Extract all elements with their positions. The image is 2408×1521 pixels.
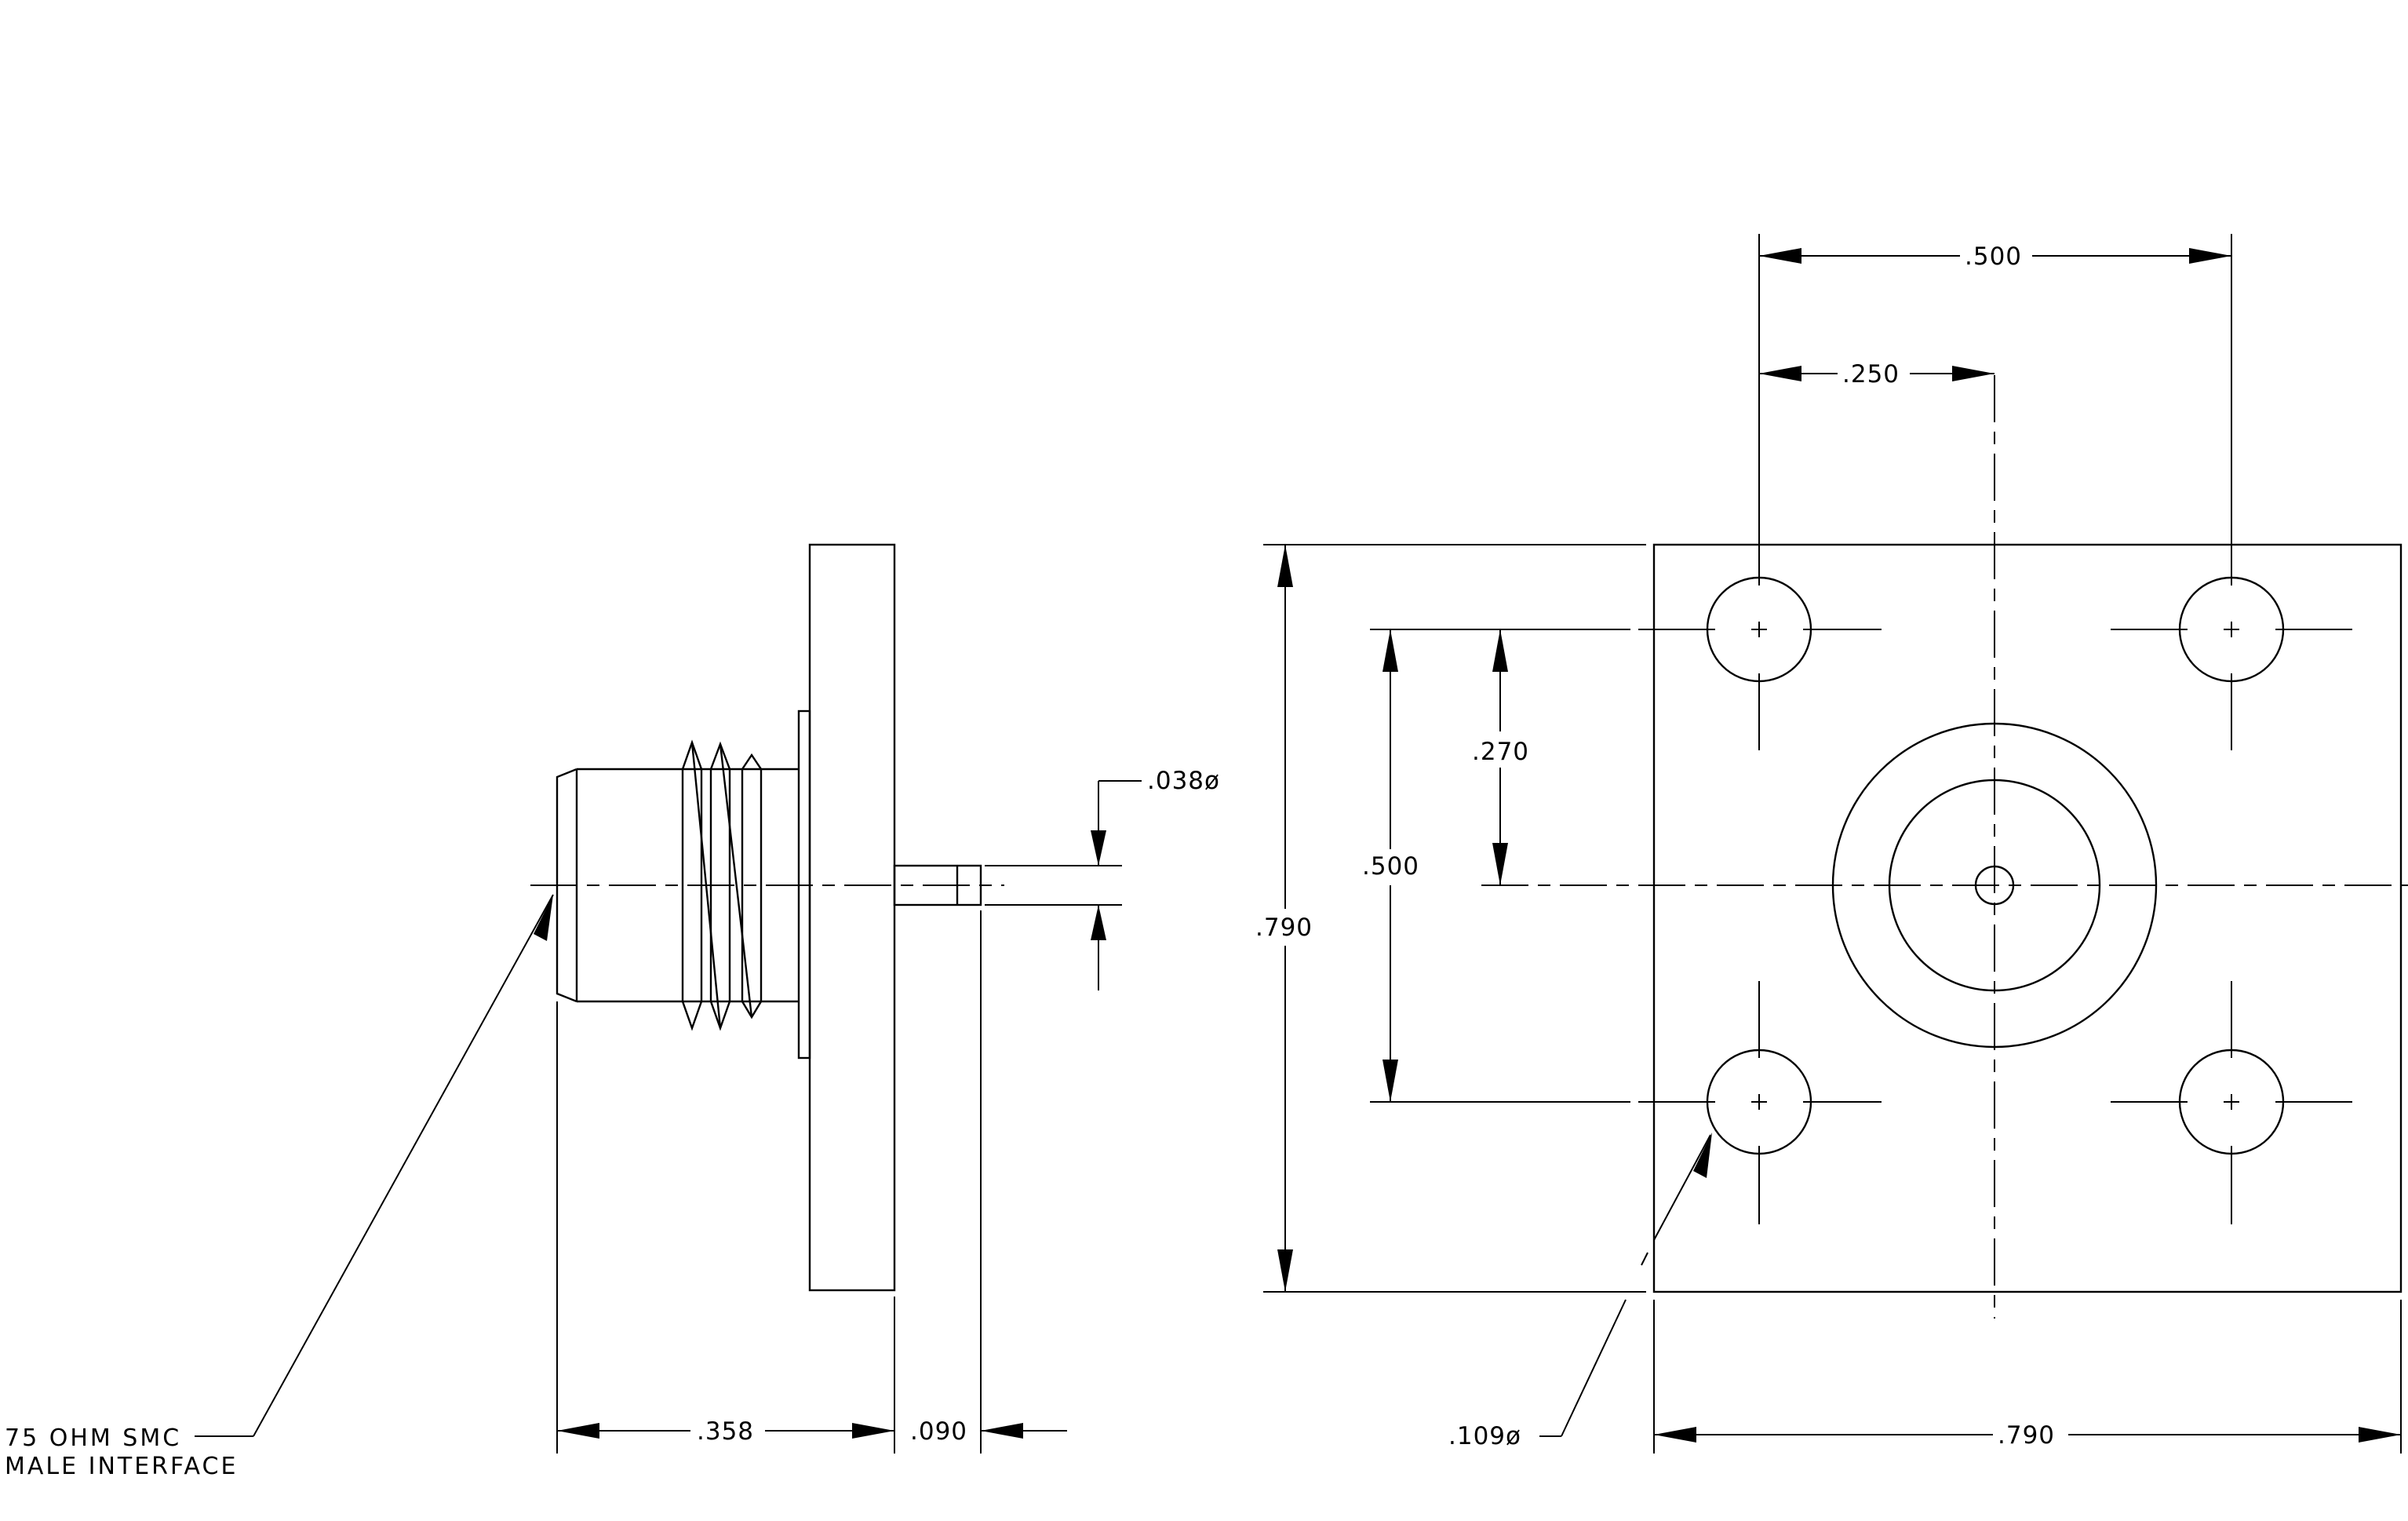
dim-hole-spacing-y: .500 (1362, 852, 1419, 881)
note-line1: 75 OHM SMC (5, 1424, 181, 1452)
dim-height: .790 (1255, 914, 1313, 942)
side-view: .038ø .358 .090 75 OHM SMC MALE INTERFAC… (5, 543, 1220, 1480)
flange-body (808, 543, 896, 1292)
outer-ring (1831, 722, 2158, 1049)
dim-center-offset-y: .270 (1472, 738, 1529, 766)
front-view: .500 .250 .790 .500 .270 (1255, 234, 2408, 1454)
dim-center-offset-x: .250 (1842, 360, 1900, 388)
center-contact (1974, 865, 2015, 906)
note-line2: MALE INTERFACE (5, 1453, 238, 1480)
square-flange (1652, 543, 2403, 1293)
inner-ring (1888, 779, 2101, 992)
dim-hole-spacing-x: .500 (1965, 243, 2022, 271)
dim-hole-diameter: .109ø (1448, 1422, 1521, 1450)
dim-pin-length: .090 (910, 1417, 967, 1446)
dim-width: .790 (1998, 1421, 2055, 1450)
hole-centerlines (1638, 502, 2352, 1224)
dim-pin-diameter: .038ø (1147, 767, 1220, 795)
dim-length: .358 (697, 1417, 754, 1446)
